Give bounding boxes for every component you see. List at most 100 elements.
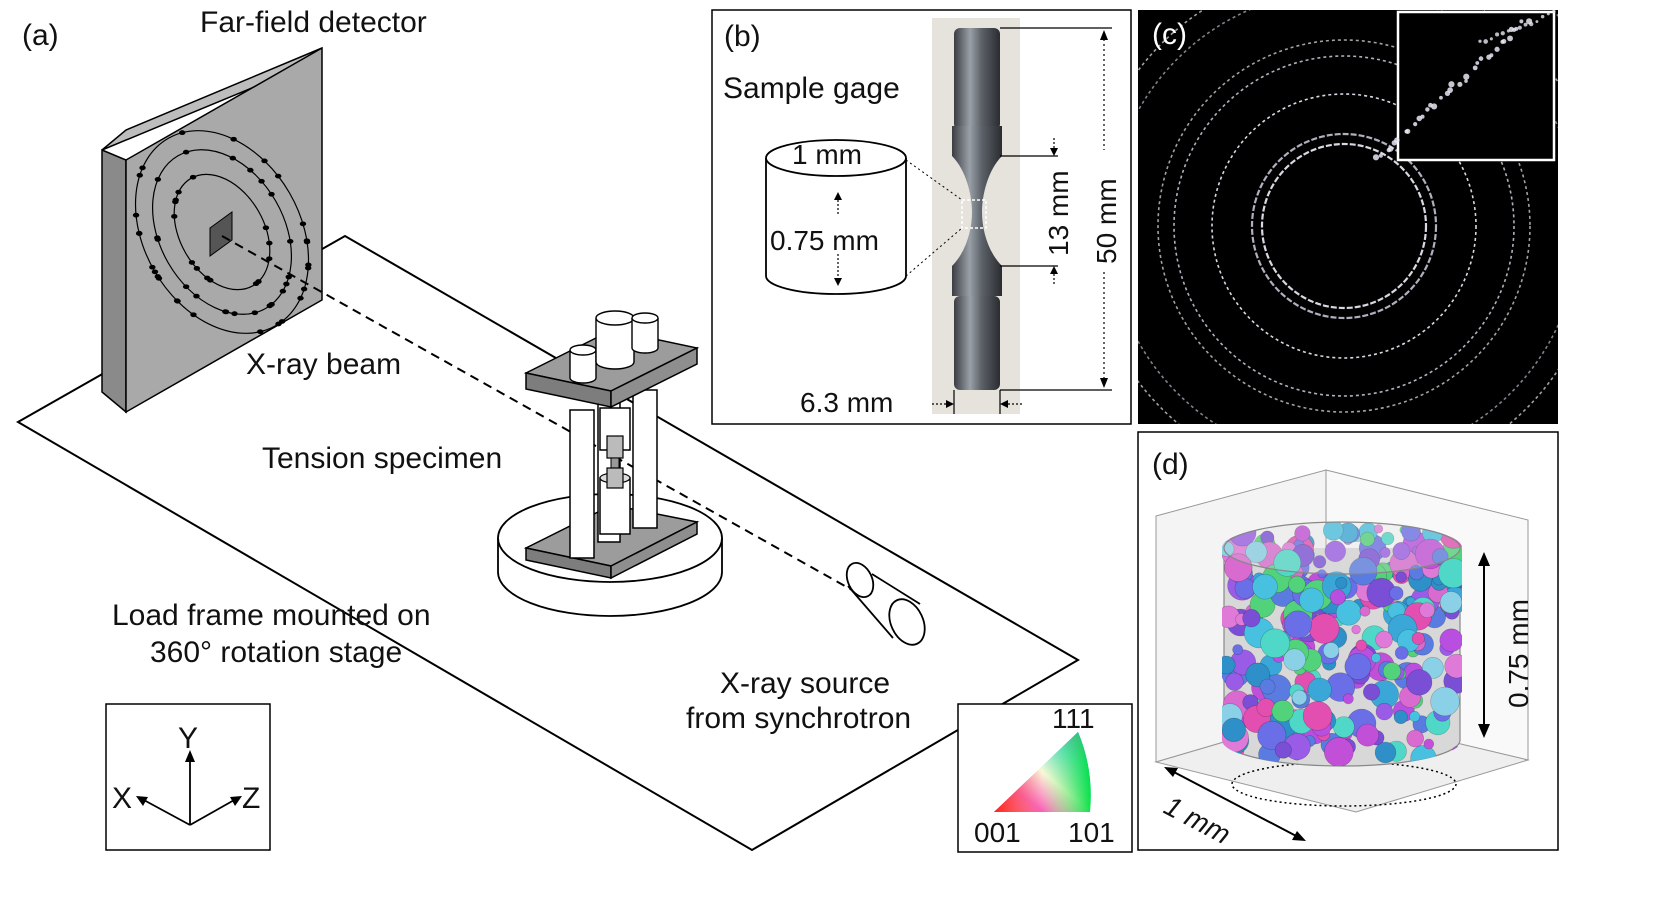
xray-source — [845, 562, 926, 646]
diffraction-spot — [175, 189, 182, 195]
diffraction-spot — [154, 237, 162, 242]
diffraction-spot — [268, 191, 275, 197]
diffraction-spot — [190, 312, 197, 318]
diffraction-spot — [230, 136, 237, 142]
ipf-corner-111: 111 — [1052, 703, 1095, 734]
grain — [1359, 605, 1371, 617]
diffraction-spot — [266, 240, 273, 246]
grain — [1438, 558, 1462, 589]
diffraction-spot — [251, 310, 259, 316]
inset-spot — [1494, 46, 1500, 52]
inset-spot — [1463, 73, 1470, 80]
diffraction-spot — [247, 167, 254, 173]
diffraction-ring — [1211, 93, 1477, 359]
grain — [1308, 613, 1340, 644]
diffraction-spot — [274, 173, 282, 179]
diffraction-spot — [136, 231, 143, 236]
inset-spot — [1378, 153, 1383, 158]
grain — [1222, 655, 1236, 675]
grain — [1375, 702, 1394, 721]
panel-a-label: (a) — [22, 19, 59, 52]
gage-region-box — [961, 199, 987, 229]
inset-spot — [1405, 128, 1411, 134]
inset-spot — [1413, 122, 1418, 127]
inset-spot — [1540, 14, 1545, 19]
panel-c-label: (c) — [1152, 18, 1187, 51]
grain — [1389, 586, 1404, 601]
grain — [1271, 699, 1294, 723]
inset-spot — [1439, 95, 1443, 100]
grain-cylinder — [1222, 521, 1462, 767]
grain — [1423, 738, 1435, 750]
diffraction-spot — [229, 155, 237, 161]
grain — [1299, 587, 1325, 613]
gage-diameter-label: 1 mm — [792, 139, 862, 170]
diffraction-spot — [231, 311, 238, 317]
grain — [1288, 575, 1306, 594]
grain — [1344, 653, 1372, 680]
base-footprint — [1231, 761, 1457, 807]
diffraction-spot — [299, 221, 307, 227]
grain — [1395, 571, 1407, 583]
diffraction-spot — [287, 238, 294, 244]
inset-spot — [1425, 107, 1430, 112]
inset-spot — [1535, 20, 1539, 23]
inset-spot — [1478, 56, 1484, 61]
grain — [1225, 672, 1244, 691]
grain — [1394, 646, 1409, 660]
axis-y-label: Y — [178, 722, 198, 755]
grain — [1324, 540, 1347, 562]
inset-spot — [1529, 21, 1534, 27]
inset-spot — [1495, 32, 1500, 37]
ipf-corner-101: 101 — [1068, 817, 1115, 848]
inset-spot — [1372, 154, 1380, 161]
diffraction-spot — [154, 177, 162, 182]
grain — [1419, 602, 1435, 618]
grain — [1260, 628, 1290, 659]
ipf-corner-001: 001 — [974, 817, 1021, 848]
source-label-line2: from synchrotron — [686, 702, 911, 735]
grain — [1222, 717, 1246, 742]
inset-spot — [1457, 81, 1463, 87]
grain — [1393, 709, 1408, 724]
diffraction-ring — [1250, 132, 1438, 320]
diffraction-ring — [1157, 39, 1531, 413]
diffraction-spot — [193, 293, 200, 299]
diffraction-spot — [257, 329, 264, 335]
inset-spot — [1500, 31, 1505, 36]
grain — [1379, 547, 1391, 558]
grain — [1335, 576, 1348, 590]
inset-spot — [1447, 87, 1453, 93]
grain — [1439, 628, 1462, 653]
diffraction-spot — [303, 238, 311, 244]
diffraction-spot — [300, 286, 308, 292]
inset-spot — [1472, 65, 1478, 71]
grain — [1371, 652, 1382, 663]
diffraction-spot — [189, 174, 197, 180]
panel-d: (d) 0.75 mm 1 mm — [1137, 431, 1559, 851]
grain — [1406, 669, 1433, 696]
diffraction-spot — [179, 130, 186, 136]
grain — [1374, 741, 1397, 764]
inset-spot — [1387, 146, 1394, 152]
grain — [1291, 689, 1308, 706]
diffraction-spot — [149, 264, 156, 270]
diffraction-spot — [297, 295, 304, 301]
diffraction-spot — [132, 212, 140, 218]
source-label-line1: X-ray source — [720, 667, 890, 700]
grain — [1411, 631, 1425, 645]
grain — [1363, 683, 1381, 701]
grain — [1373, 524, 1384, 534]
grain — [1333, 716, 1355, 738]
xray-beam-line — [221, 235, 853, 591]
diffraction-spot — [283, 281, 290, 287]
grain — [1324, 737, 1354, 766]
inset-spot — [1489, 37, 1493, 41]
diffraction-spot — [182, 149, 190, 155]
diffraction-spot — [279, 288, 287, 294]
detector-label: Far-field detector — [200, 6, 427, 39]
panel-c: (c) — [1138, 9, 1558, 424]
specimen-label: Tension specimen — [262, 442, 502, 475]
grain — [1439, 591, 1462, 614]
grain — [1273, 549, 1302, 577]
